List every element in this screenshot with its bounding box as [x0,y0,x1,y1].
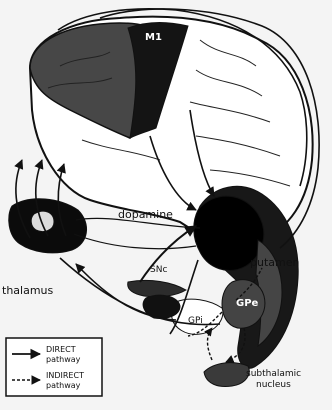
legend-indirect-line1: INDIRECT [46,371,84,380]
subthalamic-label-line2: nucleus [256,380,291,390]
subthalamic-label-line1: subthalamic [246,369,301,379]
dopamine-label: dopamine [118,208,173,221]
gpe-label: GPe [236,298,259,309]
thalamus-light-patch [31,211,54,231]
thalamus-label: thalamus [2,284,54,297]
legend-direct-line1: DIRECT [46,345,76,354]
snc-label: SNc [150,265,167,275]
legend-direct-line2: pathway [46,355,81,364]
legend-indirect-line2: pathway [46,381,81,390]
putamen-label: putamen [250,256,299,269]
legend: DIRECT pathway INDIRECT pathway [6,338,102,396]
m1-label: M1 [145,32,162,43]
